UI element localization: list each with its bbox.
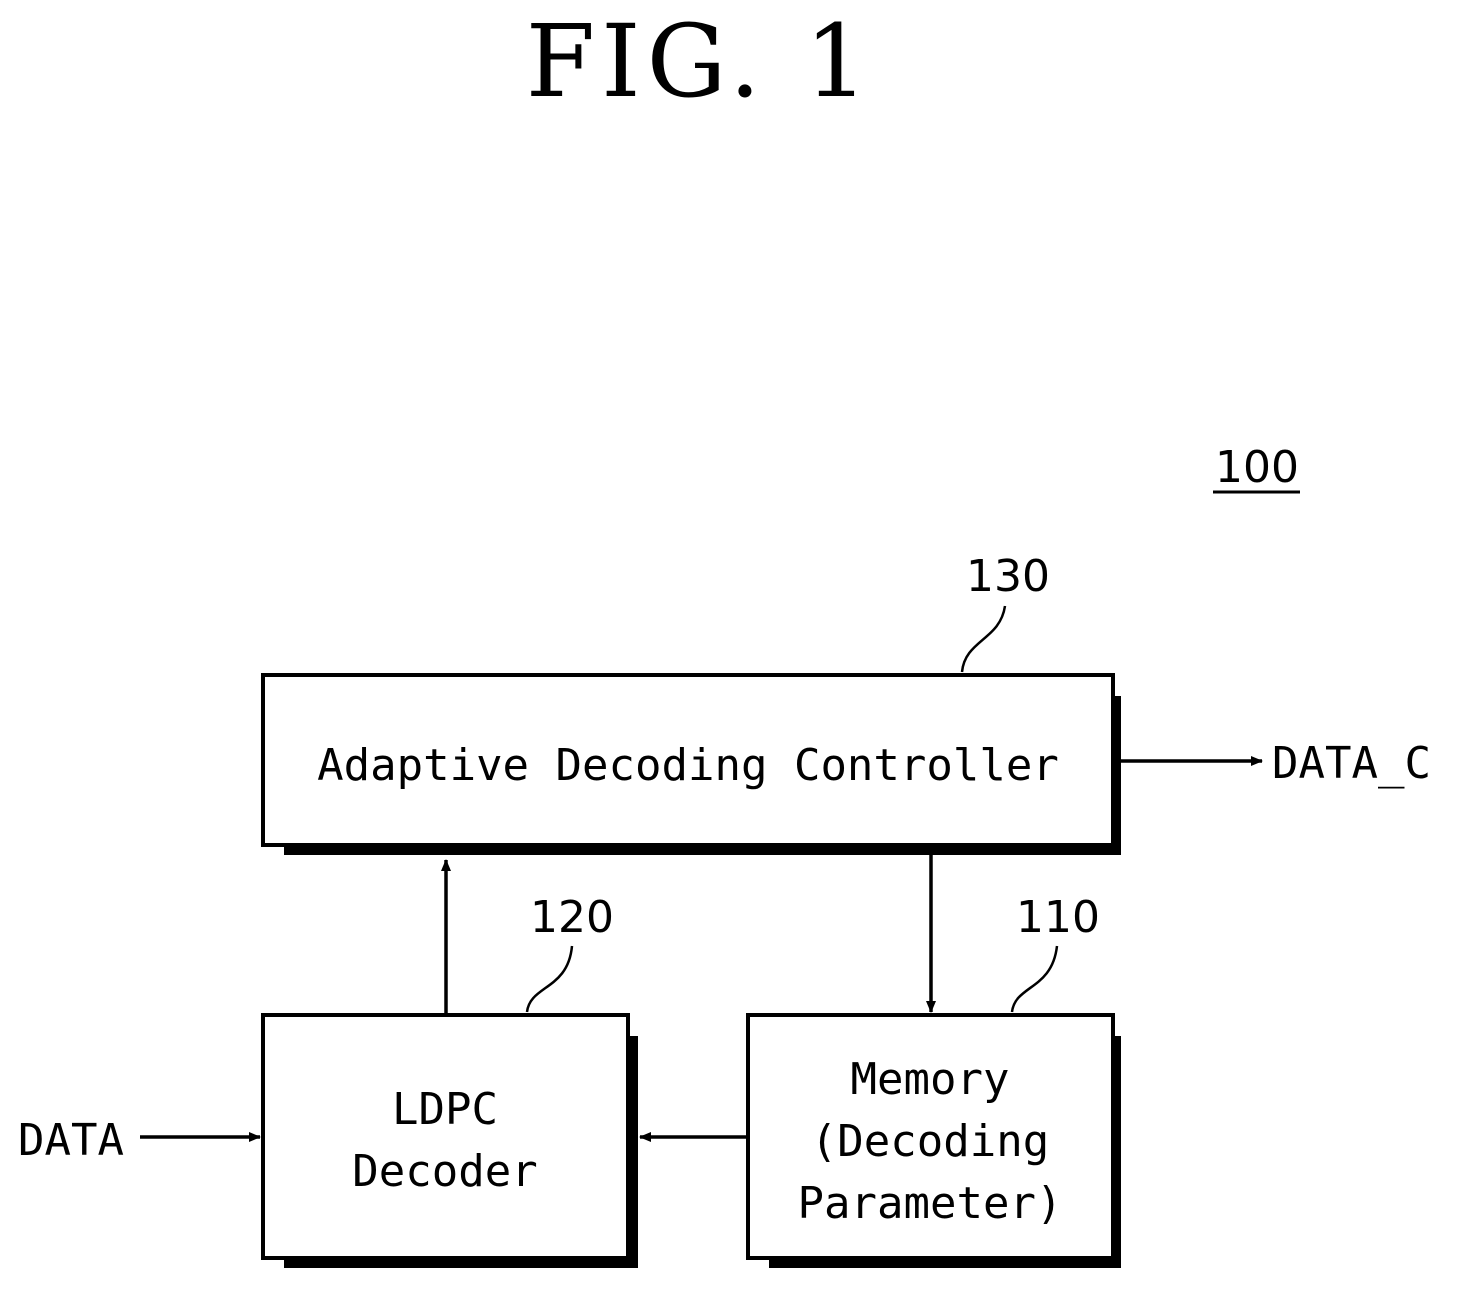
memory-block-line2: (Decoding [811, 1116, 1049, 1167]
decoder-block: LDPC Decoder [263, 1015, 638, 1268]
controller-block: Adaptive Decoding Controller [263, 675, 1121, 855]
memory-block-line1: Memory [851, 1054, 1010, 1105]
decoder-block-line2: Decoder [352, 1146, 537, 1197]
decoder-ref-number: 120 [530, 892, 614, 943]
decoder-ref-leader [527, 946, 572, 1012]
controller-block-label: Adaptive Decoding Controller [317, 740, 1059, 791]
figure-title: FIG. 1 [526, 3, 874, 120]
output-signal-label: DATA_C [1272, 738, 1431, 789]
decoder-block-line1: LDPC [392, 1084, 498, 1135]
system-ref-number: 100 [1215, 442, 1299, 493]
controller-ref-number: 130 [966, 551, 1050, 602]
memory-block-line3: Parameter) [798, 1178, 1063, 1229]
input-signal-label: DATA [18, 1115, 124, 1166]
memory-block: Memory (Decoding Parameter) [748, 1015, 1121, 1268]
memory-ref-leader [1012, 946, 1057, 1012]
controller-ref-leader [962, 606, 1005, 672]
decoder-block-frame [263, 1015, 628, 1258]
memory-ref-number: 110 [1016, 892, 1100, 943]
